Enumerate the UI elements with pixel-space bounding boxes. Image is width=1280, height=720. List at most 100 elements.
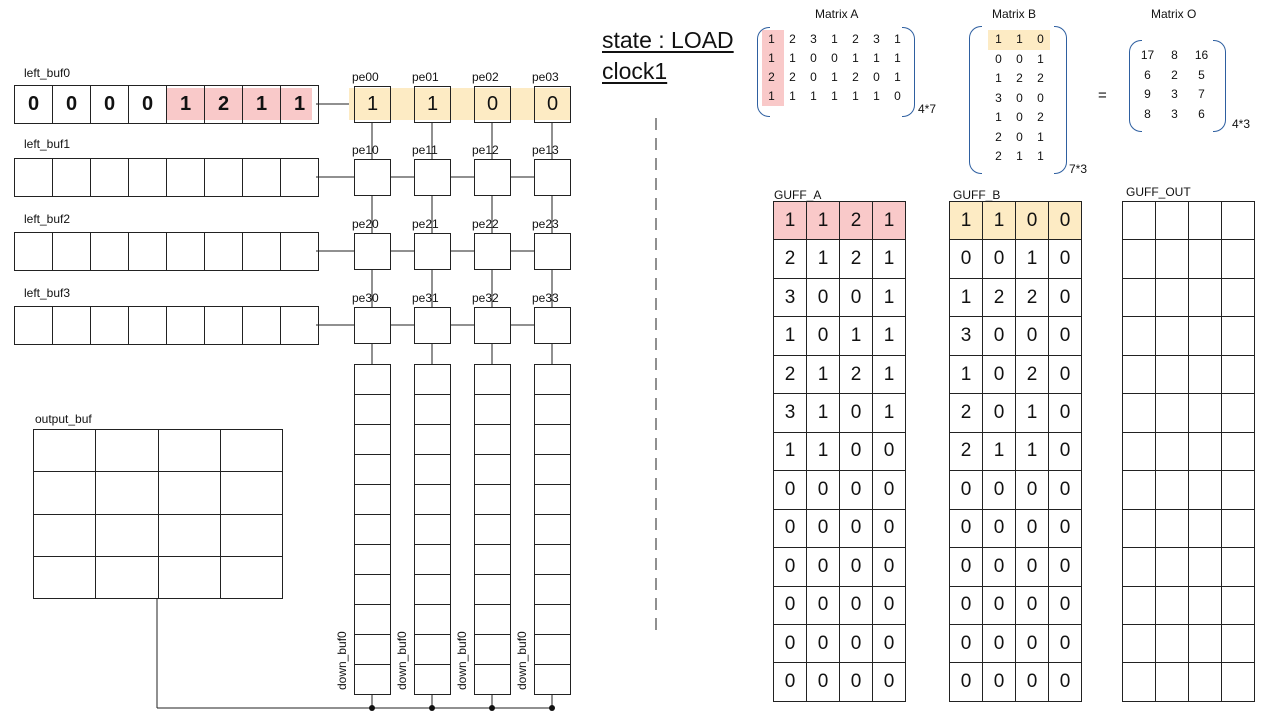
pe-label: pe30 bbox=[352, 291, 379, 305]
pe-cell bbox=[534, 307, 571, 344]
guff-cell: 0 bbox=[982, 316, 1016, 356]
guff-out-cell bbox=[1188, 508, 1222, 549]
down-buf-cell bbox=[474, 394, 511, 425]
left-buf-label: left_buf3 bbox=[24, 286, 71, 300]
matrix-b-bracket-right bbox=[1054, 26, 1067, 174]
matrix-cell: 0 bbox=[810, 70, 817, 84]
guff-cell: 0 bbox=[982, 623, 1016, 664]
guff-out-cell bbox=[1221, 354, 1255, 395]
matrix-cell: 1 bbox=[810, 89, 817, 103]
matrix-cell: 0 bbox=[995, 51, 1002, 66]
matrix-cell: 0 bbox=[810, 51, 817, 65]
output-buf-row bbox=[32, 555, 284, 600]
guff-cell: 0 bbox=[949, 585, 983, 625]
pe-cell bbox=[354, 233, 391, 270]
down-buf-cell bbox=[474, 664, 511, 695]
guff-cell: 0 bbox=[839, 431, 873, 472]
matrix-cell: 0 bbox=[1016, 110, 1023, 124]
guff-cell: 0 bbox=[839, 393, 873, 433]
guff-cell: 2 bbox=[839, 200, 873, 241]
left-buf-cell bbox=[204, 158, 243, 197]
guff-out-cell bbox=[1221, 239, 1255, 279]
guff-cell: 0 bbox=[949, 239, 983, 279]
guff-cell: 1 bbox=[806, 393, 840, 433]
down-buf-cell bbox=[414, 544, 451, 575]
guff-out-cell bbox=[1221, 662, 1255, 702]
guff-cell: 0 bbox=[872, 623, 906, 664]
guff-out-cell bbox=[1221, 623, 1255, 664]
guff-cell: 0 bbox=[1015, 316, 1049, 356]
guff-cell: 0 bbox=[806, 316, 840, 356]
output-buf-cell bbox=[219, 555, 284, 600]
guff-cell: 0 bbox=[806, 547, 840, 587]
guff-cell: 3 bbox=[773, 393, 807, 433]
down-buf-cell bbox=[534, 604, 571, 635]
guff-out-row bbox=[1122, 623, 1255, 664]
down-buf-label: down_buf0 bbox=[335, 631, 349, 690]
guff-out-cell bbox=[1122, 470, 1156, 510]
guff-cell: 1 bbox=[1015, 393, 1049, 433]
guff-out-cell bbox=[1122, 200, 1156, 241]
guff-cell: 0 bbox=[1015, 547, 1049, 587]
down-buf-cell bbox=[534, 574, 571, 605]
matrix-cell: 1 bbox=[852, 51, 859, 65]
guff-out-cell bbox=[1122, 239, 1156, 279]
guff-out-row bbox=[1122, 239, 1255, 279]
left-buf-cell: 1 bbox=[166, 85, 205, 124]
guff-out-cell bbox=[1122, 547, 1156, 587]
guff-out-cell bbox=[1188, 393, 1222, 433]
matrix-cell: 3 bbox=[1171, 106, 1178, 121]
down-buf-cell bbox=[474, 364, 511, 395]
down-buf-label: down_buf0 bbox=[395, 631, 409, 690]
guff-cell: 1 bbox=[806, 354, 840, 395]
guff-cell: 1 bbox=[872, 277, 906, 318]
down-buf-cell bbox=[474, 544, 511, 575]
output-buf-cell bbox=[157, 471, 221, 515]
matrix-cell: 1 bbox=[873, 89, 880, 103]
pe-cell bbox=[354, 307, 391, 344]
guff-out-cell bbox=[1188, 354, 1222, 395]
left-buf-label: left_buf0 bbox=[24, 66, 71, 80]
matrix-cell: 0 bbox=[1016, 129, 1023, 144]
guff-out-row bbox=[1122, 585, 1255, 625]
guff-cell: 0 bbox=[1015, 508, 1049, 549]
down-buf-cell bbox=[474, 424, 511, 455]
guff-cell: 0 bbox=[1048, 200, 1082, 241]
matrix-cell: 0 bbox=[1037, 90, 1044, 105]
left-buf-label: left_buf1 bbox=[24, 137, 71, 151]
guff-cell: 0 bbox=[949, 547, 983, 587]
pe-label: pe23 bbox=[532, 217, 559, 231]
guff-cell: 0 bbox=[872, 547, 906, 587]
output-buf-cell bbox=[157, 428, 221, 473]
left-buf-cell: 0 bbox=[14, 85, 53, 124]
guff-cell: 0 bbox=[872, 431, 906, 472]
guff-out-cell bbox=[1155, 508, 1189, 549]
guff-out-cell bbox=[1188, 470, 1222, 510]
guff-cell: 2 bbox=[773, 239, 807, 279]
left-buf-cell bbox=[52, 306, 91, 345]
guff-cell: 0 bbox=[773, 508, 807, 549]
guff-out-cell bbox=[1221, 547, 1255, 587]
down-buf-cell bbox=[354, 394, 391, 425]
guff-cell: 1 bbox=[872, 316, 906, 356]
down-buf-cell bbox=[534, 514, 571, 545]
down-buf-cell bbox=[354, 664, 391, 695]
left-buf-cell bbox=[242, 232, 281, 271]
guff-cell: 0 bbox=[982, 585, 1016, 625]
guff-cell: 1 bbox=[773, 200, 807, 241]
matrix-o-title: Matrix O bbox=[1151, 7, 1197, 21]
matrix-cell: 6 bbox=[1144, 67, 1151, 82]
matrix-cell: 8 bbox=[1144, 106, 1151, 121]
matrix-cell: 1 bbox=[873, 51, 880, 65]
guff-cell: 0 bbox=[839, 277, 873, 318]
down-buf-cell bbox=[474, 454, 511, 485]
output-buf-cell bbox=[32, 428, 97, 473]
left-buf-cell bbox=[204, 232, 243, 271]
left-buf-cell bbox=[90, 306, 129, 345]
guff-cell: 0 bbox=[1048, 316, 1082, 356]
